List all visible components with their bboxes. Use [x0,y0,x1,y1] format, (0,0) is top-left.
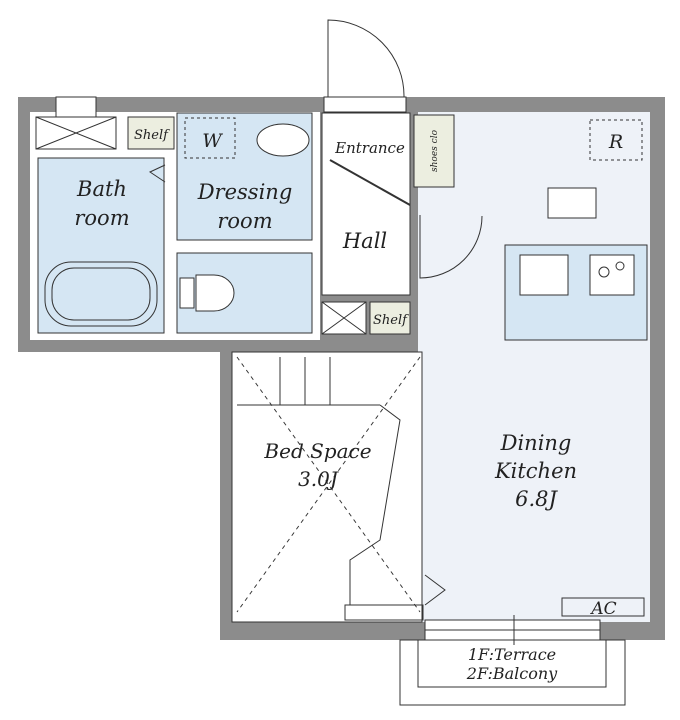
fridge-space [589,119,643,161]
washer-label: W [202,130,223,152]
washer-space [184,117,236,159]
washbasin-icon [256,123,310,157]
bed-space-floor [231,351,423,623]
bath-door-swing[interactable] [148,164,166,183]
hall-label: Hall [342,229,387,253]
shelf-hall-label: Shelf [373,313,409,328]
hall-door-swing[interactable] [419,215,483,279]
entrance-door-swing[interactable] [327,19,405,98]
dining-kitchen-floor [418,112,650,622]
shelf-top-label: Shelf [134,128,170,143]
shelf-top-box [127,116,175,150]
bathtub-icon [44,261,158,327]
sink-icon [519,254,569,296]
fridge-label: R [608,131,623,153]
counter-appliance-icon [547,187,597,219]
storage-x-icon [35,96,367,335]
hall-floor [321,112,411,296]
shoe-closet-box [413,114,455,188]
stove-icon [589,254,635,296]
loft-outline [236,356,446,621]
balcony-inner [417,639,607,688]
toilet-tank-icon [179,277,195,309]
ac-box [561,597,645,617]
toilet-bowl-icon [195,274,235,312]
entrance-label: Entrance [334,139,405,157]
shelf-hall-box [369,301,411,335]
shoe-closet-label: shoes clo [430,129,440,172]
ac-label: AC [589,599,616,619]
entrance-doorway [323,96,407,113]
bath-room-floor [37,157,165,334]
